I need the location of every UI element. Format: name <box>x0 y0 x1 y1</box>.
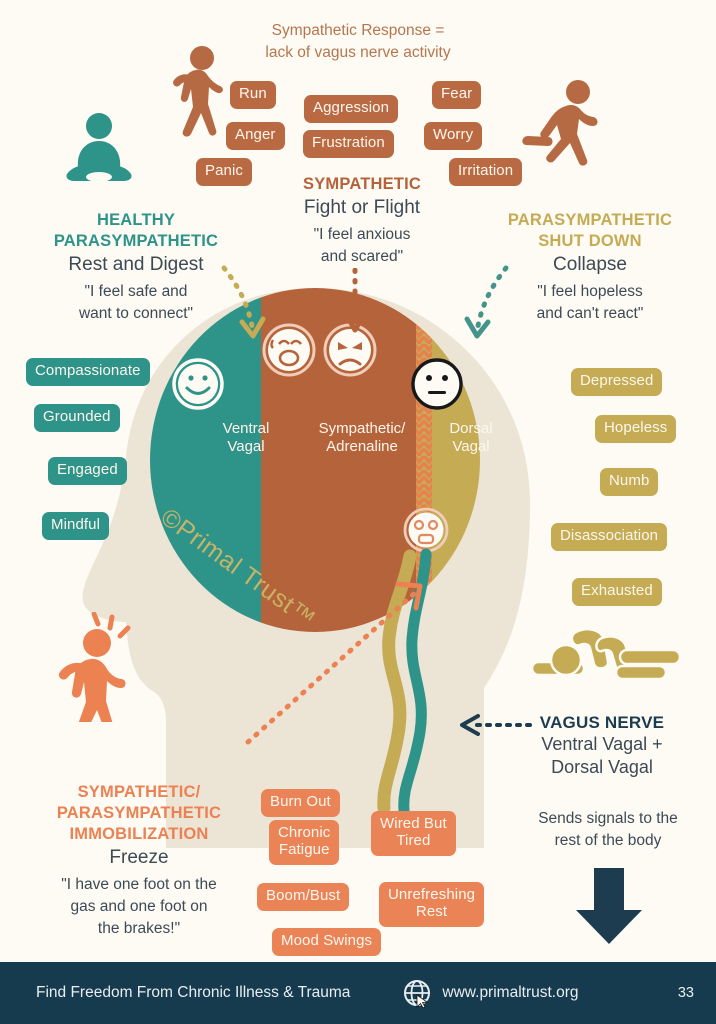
parasympathetic-shutdown-subtitle: Collapse <box>553 254 627 276</box>
tag-engaged[interactable]: Engaged <box>48 457 127 485</box>
footer-bar: Find Freedom From Chronic Illness & Trau… <box>0 962 716 1024</box>
dorsal-vagal-nerve <box>377 549 417 815</box>
top-caption: Sympathetic Response = lack of vagus ner… <box>265 22 451 62</box>
tag-grounded[interactable]: Grounded <box>34 404 120 432</box>
arrow-immobilization-to-head <box>245 581 423 745</box>
tag-worry[interactable]: Worry <box>424 122 483 150</box>
healthy-parasympathetic-subtitle: Rest and Digest <box>68 254 204 276</box>
stressed-figure-icon <box>58 612 131 722</box>
running-figure-icon <box>522 80 598 166</box>
tag-aggression[interactable]: Aggression <box>304 95 399 123</box>
arrow-vagus-nerve <box>460 714 532 736</box>
vagus-nerve-block: VAGUS NERVE Ventral Vagal + Dorsal Vagal <box>502 713 702 780</box>
fighting-figure-icon <box>173 46 223 137</box>
footer-url-link[interactable]: www.primaltrust.org <box>442 984 579 1001</box>
tag-frustration[interactable]: Frustration <box>303 130 394 158</box>
tag-disassociation[interactable]: Disassociation <box>551 523 668 551</box>
tag-unrefreshing-rest[interactable]: Unrefreshing Rest <box>379 882 485 927</box>
infographic-canvas: Sympathetic Response = lack of vagus ner… <box>22 22 702 956</box>
arrow-sympathetic-to-brain <box>343 268 367 333</box>
section-parasympathetic-shutdown: PARASYMPATHETIC SHUT DOWN Collapse "I fe… <box>482 210 698 325</box>
section-healthy-parasympathetic: HEALTHY PARASYMPATHETIC Rest and Digest … <box>22 210 250 325</box>
sympathetic-quote: "I feel anxious and scared" <box>313 225 411 265</box>
arrow-shutdown-to-brain <box>464 265 509 339</box>
brain-label-ventral-vagal: Ventral Vagal <box>222 420 270 455</box>
vagus-nerve-heading: VAGUS NERVE <box>539 713 665 732</box>
face-angry-icon <box>323 323 377 377</box>
footer-tagline: Find Freedom From Chronic Illness & Trau… <box>36 984 351 1001</box>
tag-hopeless[interactable]: Hopeless <box>595 415 677 443</box>
tag-depressed[interactable]: Depressed <box>571 368 663 396</box>
vagus-nerve-subtitle: Ventral Vagal + Dorsal Vagal <box>541 734 663 778</box>
healthy-parasympathetic-heading: HEALTHY PARASYMPATHETIC <box>53 211 219 251</box>
immobilization-quote: "I have one foot on the gas and one foot… <box>61 876 217 938</box>
tag-boom-bust[interactable]: Boom/Bust <box>257 883 350 911</box>
tag-chronic-fatigue[interactable]: Chronic Fatigue <box>269 820 340 865</box>
collapsed-figure-icon <box>530 628 682 681</box>
face-neutral-icon <box>411 358 463 410</box>
brain-label-dorsal-vagal: Dorsal Vagal <box>449 420 493 455</box>
meditation-figure-icon <box>66 113 132 182</box>
tag-wired-but-tired[interactable]: Wired But Tired <box>371 811 456 856</box>
immobilization-heading: SYMPATHETIC/ PARASYMPATHETIC IMMOBILIZAT… <box>56 783 222 844</box>
tag-numb[interactable]: Numb <box>600 468 659 496</box>
page-number: 33 <box>677 985 694 1001</box>
parasympathetic-shutdown-heading: PARASYMPATHETIC SHUT DOWN <box>507 211 673 251</box>
tag-burn-out[interactable]: Burn Out <box>261 789 340 817</box>
parasympathetic-shutdown-quote: "I feel hopeless and can't react" <box>536 282 644 322</box>
tag-run[interactable]: Run <box>230 81 276 109</box>
tag-mindful[interactable]: Mindful <box>42 512 110 540</box>
tag-irritation[interactable]: Irritation <box>449 158 523 186</box>
tag-fear[interactable]: Fear <box>432 81 482 109</box>
healthy-parasympathetic-quote: "I feel safe and want to connect" <box>78 282 194 322</box>
tag-mood-swings[interactable]: Mood Swings <box>272 928 382 956</box>
globe-icon <box>402 978 432 1008</box>
tag-compassionate[interactable]: Compassionate <box>26 358 150 386</box>
face-anxious-icon <box>262 323 316 377</box>
section-sympathetic: SYMPATHETIC Fight or Flight "I feel anxi… <box>262 174 462 268</box>
sympathetic-subtitle: Fight or Flight <box>303 197 421 219</box>
face-happy-icon <box>172 358 224 410</box>
down-arrow-icon <box>576 868 642 944</box>
tag-exhausted[interactable]: Exhausted <box>572 578 662 606</box>
tag-anger[interactable]: Anger <box>226 122 285 150</box>
head-brain-diagram <box>82 288 531 848</box>
sends-signals-text: Sends signals to the rest of the body <box>538 810 678 849</box>
sympathetic-heading: SYMPATHETIC <box>302 175 421 193</box>
face-shocked-icon <box>403 507 449 553</box>
brain-label-sympathetic: Sympathetic/ Adrenaline <box>318 420 406 455</box>
tag-panic[interactable]: Panic <box>196 158 253 186</box>
arrow-healthy-to-brain <box>221 265 266 339</box>
section-immobilization: SYMPATHETIC/ PARASYMPATHETIC IMMOBILIZAT… <box>22 782 256 940</box>
immobilization-subtitle: Freeze <box>109 847 169 869</box>
